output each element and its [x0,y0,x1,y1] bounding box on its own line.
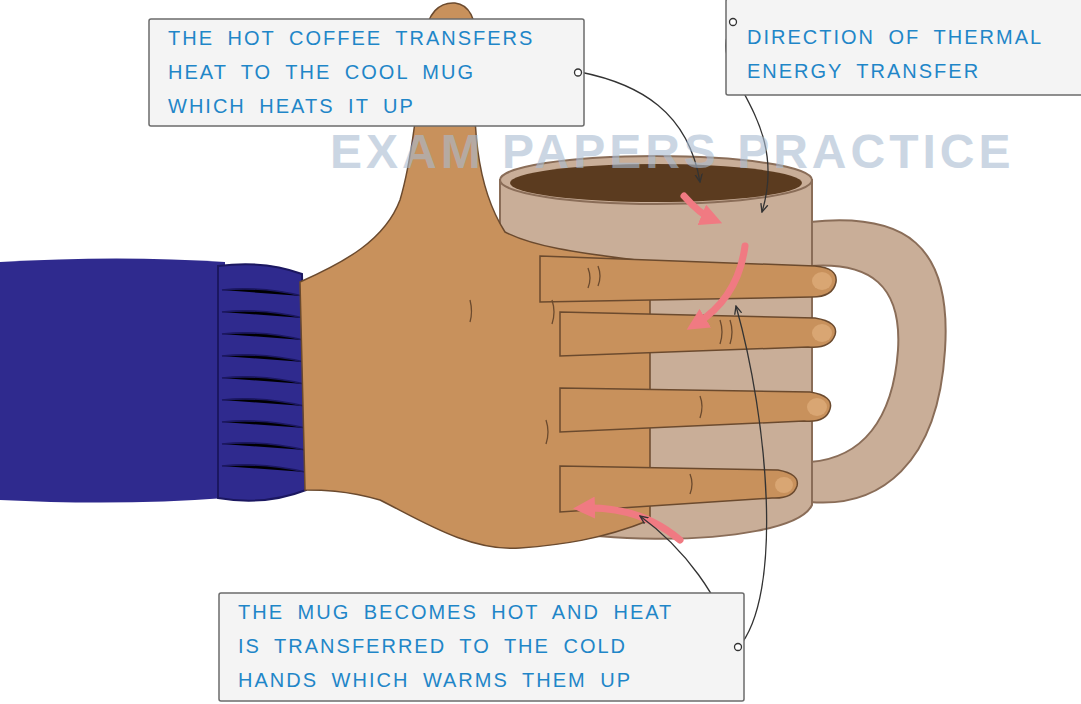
knuckle-line [546,420,548,444]
callout-frame [149,19,584,126]
cuff-rib [222,399,304,406]
cuff-rib [222,289,302,296]
nail [807,398,827,416]
callout-frame [726,0,1081,95]
cuff-rib [222,465,305,472]
callout-box: THE HOT COFFEE TRANSFERS HEAT TO THE COO… [148,18,585,127]
knuckle-line [690,474,692,494]
cuff-rib [222,333,303,340]
mug-handle [810,220,946,502]
sleeve-body [0,259,225,503]
sleeve [0,259,306,503]
nail [812,272,832,290]
knuckle-line [588,268,590,288]
knuckle-line [598,266,600,286]
knuckle-line [730,320,732,344]
leader-dot [730,19,737,26]
knuckle-line [470,300,472,322]
index-finger [540,256,836,302]
cuff-rib [222,355,304,362]
leader-lines [580,24,768,650]
leader-dot [735,644,742,651]
cuff-rib [222,421,305,428]
heat-arrow [584,508,680,540]
callout-box: DIRECTION OF THERMAL ENERGY TRANSFER [725,0,1081,96]
callout-frame [219,593,744,701]
knuckle-line [552,300,554,324]
callout-text: THE MUG BECOMES HOT AND HEAT IS TRANSFER… [238,595,693,697]
cuff-ribs [222,289,305,472]
cuff-rib [222,311,303,318]
middle-finger [560,312,836,356]
sleeve-cuff [218,264,306,500]
heat-arrow [684,196,712,219]
callout-text: THE HOT COFFEE TRANSFERS HEAT TO THE COO… [168,21,553,123]
leader-dot [575,69,582,76]
callout-box: THE MUG BECOMES HOT AND HEAT IS TRANSFER… [218,592,745,702]
knuckle-line [720,320,722,344]
nail [812,324,832,342]
cuff-rib [222,377,304,384]
mug [500,156,946,539]
heat-arrows [584,196,745,540]
cuff-rib [222,443,305,450]
ring-finger [560,388,831,432]
knuckle-lines [470,266,732,494]
knuckle-line [700,396,702,418]
nails [775,272,832,493]
callout-text: DIRECTION OF THERMAL ENERGY TRANSFER [747,20,1057,88]
watermark: EXAM PAPERS PRACTICE [330,124,1015,179]
nail [775,477,793,493]
